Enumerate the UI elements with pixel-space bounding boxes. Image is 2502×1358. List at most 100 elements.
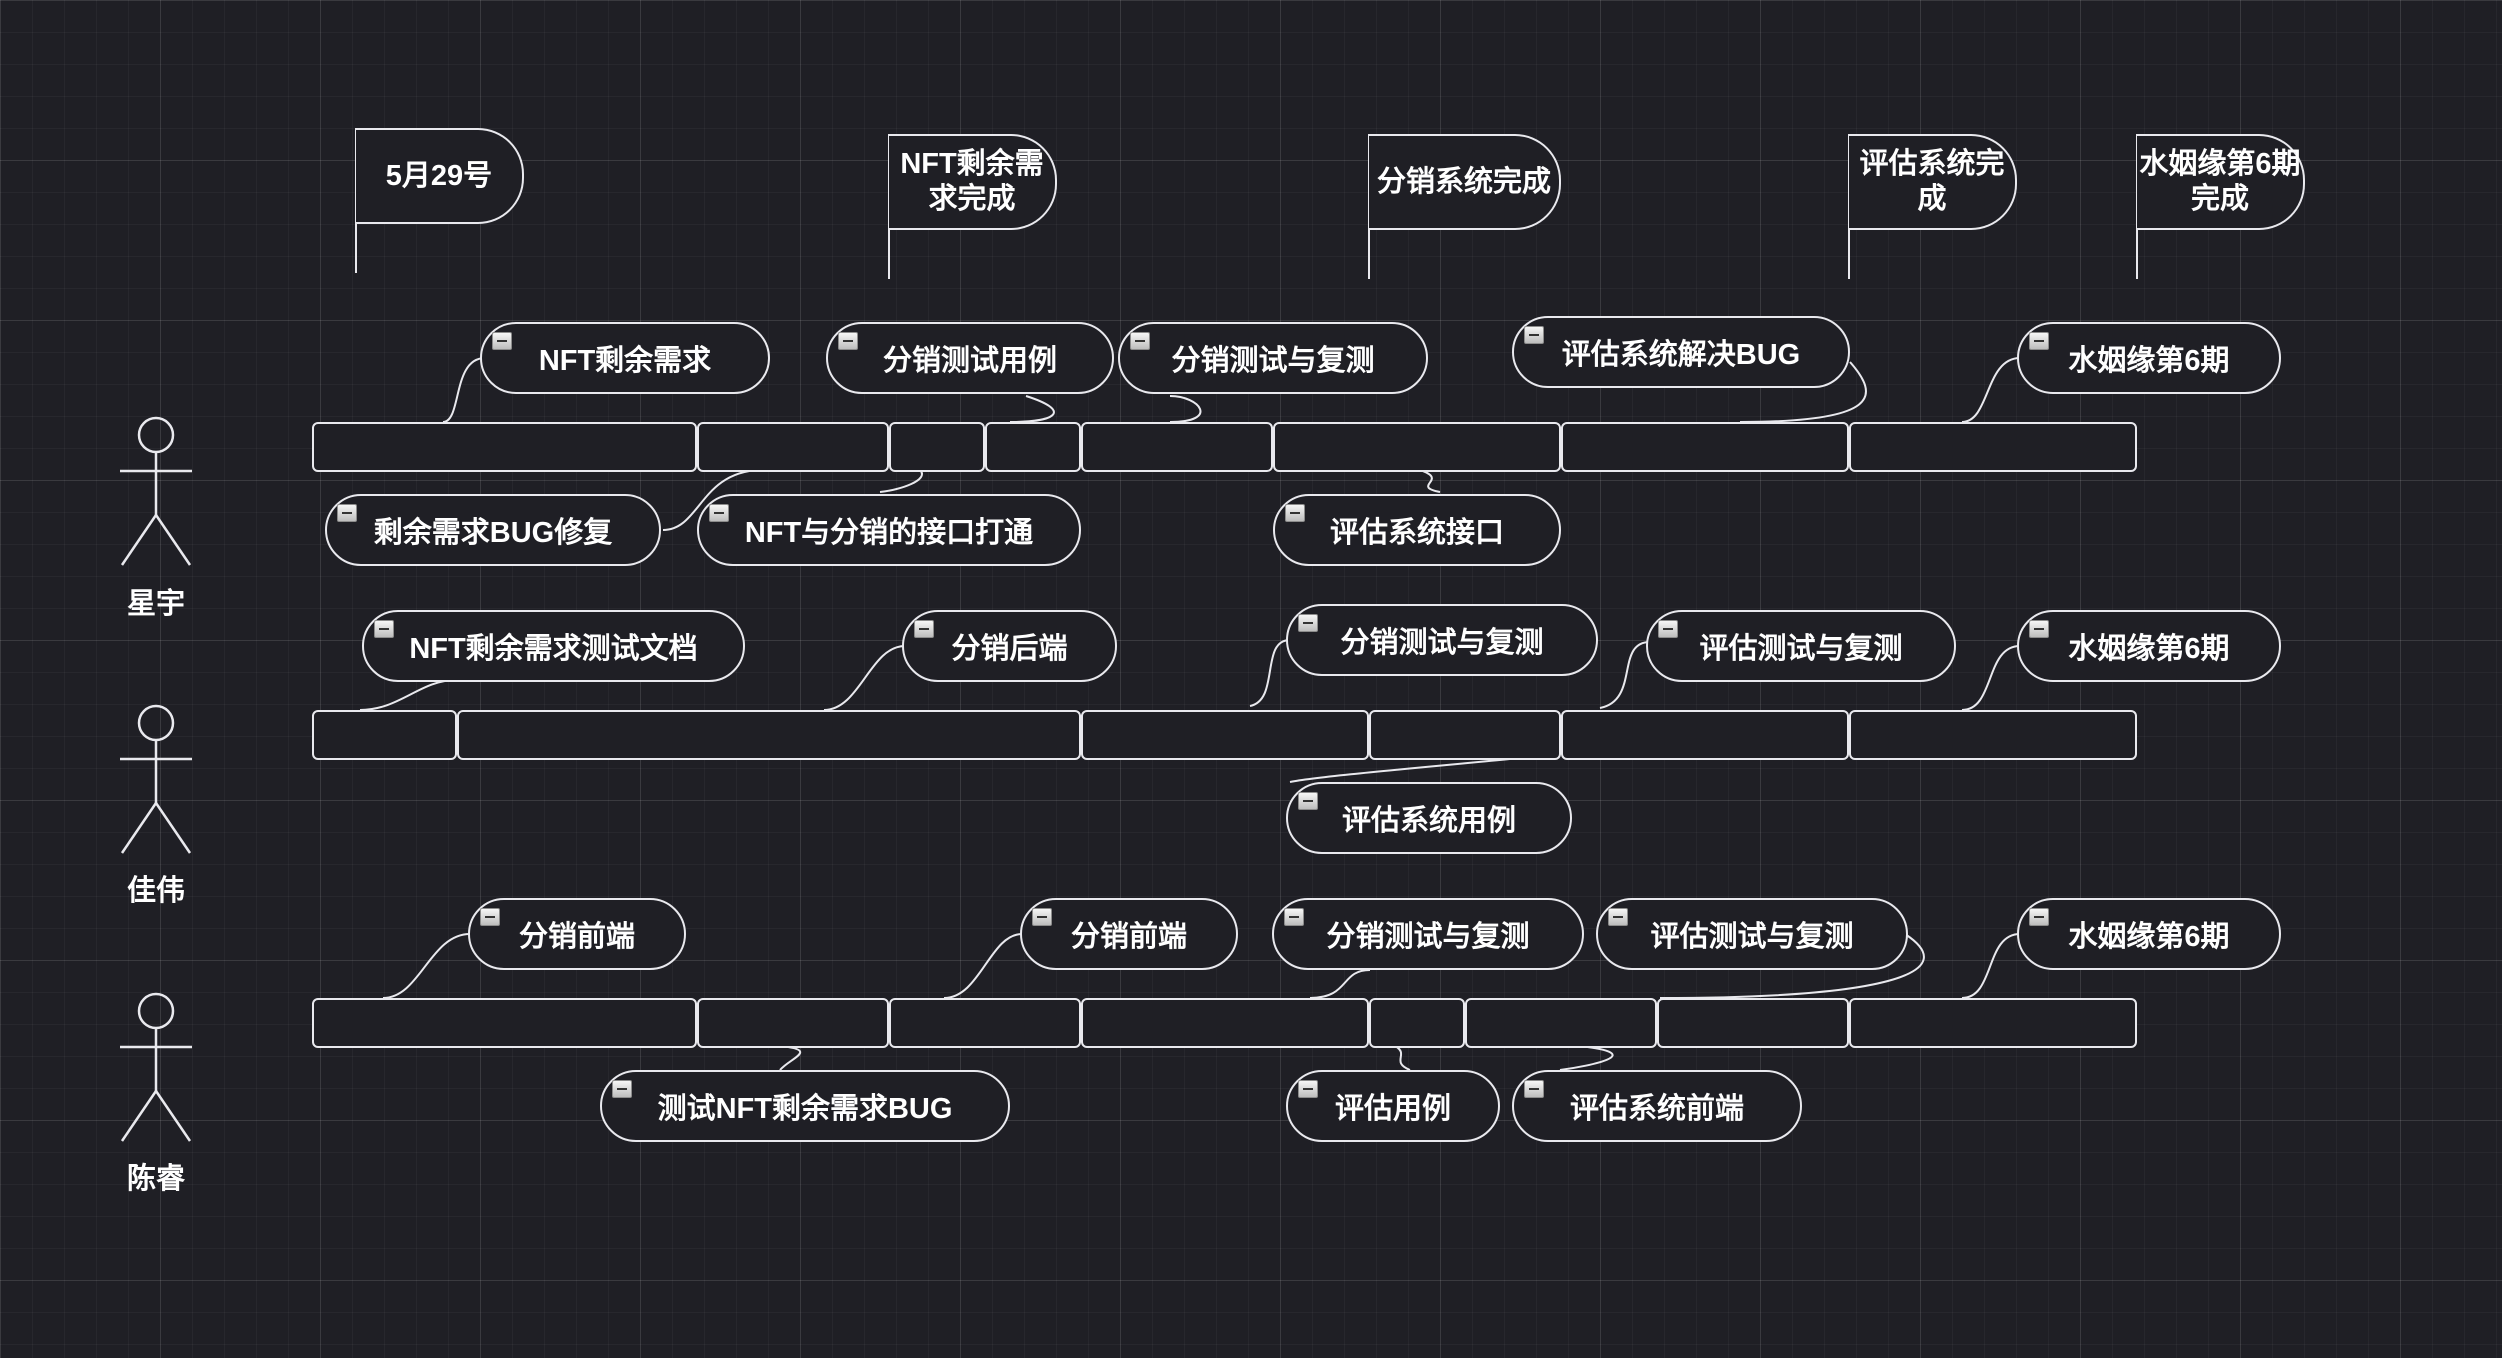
timeline-segment[interactable]	[1849, 710, 2137, 760]
collapse-icon[interactable]	[838, 332, 858, 350]
task-node[interactable]: 评估系统接口	[1273, 494, 1561, 566]
collapse-icon[interactable]	[1298, 792, 1318, 810]
connector	[879, 469, 923, 493]
connector	[779, 1045, 802, 1071]
timeline-segment[interactable]	[1849, 422, 2137, 472]
timeline-segment[interactable]	[312, 710, 457, 760]
connector	[1961, 645, 2021, 711]
collapse-icon[interactable]	[480, 908, 500, 926]
connector	[382, 933, 471, 999]
collapse-icon[interactable]	[1524, 326, 1544, 344]
collapse-icon[interactable]	[1298, 614, 1318, 632]
collapse-icon[interactable]	[1298, 1080, 1318, 1098]
connector	[359, 679, 457, 711]
timeline-segment[interactable]	[1081, 998, 1369, 1048]
task-node[interactable]: 分销测试与复测	[1118, 322, 1428, 394]
timeline-segment[interactable]	[1081, 422, 1273, 472]
timeline-segment[interactable]	[1561, 422, 1849, 472]
task-label: 评估系统用例	[1341, 805, 1516, 837]
timeline-segment[interactable]	[1657, 998, 1849, 1048]
timeline-segment[interactable]	[457, 710, 1081, 760]
timeline-segment[interactable]	[1273, 422, 1561, 472]
collapse-icon[interactable]	[2029, 620, 2049, 638]
connector	[1289, 757, 1521, 783]
timeline-segment[interactable]	[889, 998, 1081, 1048]
task-label: 分销测试与复测	[1340, 627, 1544, 659]
collapse-icon[interactable]	[914, 620, 934, 638]
timeline-segment[interactable]	[312, 422, 697, 472]
collapse-icon[interactable]	[374, 620, 394, 638]
collapse-icon[interactable]	[1032, 908, 1052, 926]
collapse-icon[interactable]	[1524, 1080, 1544, 1098]
timeline-segment[interactable]	[985, 422, 1081, 472]
task-label: 分销后端	[951, 633, 1068, 665]
task-node[interactable]: 分销前端	[468, 898, 686, 970]
timeline-segment[interactable]	[697, 998, 889, 1048]
timeline-segment[interactable]	[1465, 998, 1657, 1048]
task-node[interactable]: 评估系统解决BUG	[1512, 316, 1850, 388]
collapse-icon[interactable]	[612, 1080, 632, 1098]
task-node[interactable]: 分销测试用例	[826, 322, 1114, 394]
timeline-segment[interactable]	[312, 998, 697, 1048]
task-label: 水姻缘第6期	[2068, 345, 2230, 377]
milestone-flag[interactable]: 评估系统完成	[1849, 134, 2017, 230]
collapse-icon[interactable]	[709, 504, 729, 522]
collapse-icon[interactable]	[492, 332, 512, 350]
task-node[interactable]: NFT剩余需求测试文档	[362, 610, 745, 682]
task-node[interactable]: 分销测试与复测	[1286, 604, 1598, 676]
task-node[interactable]: 评估系统前端	[1512, 1070, 1802, 1142]
milestone-flag[interactable]: NFT剩余需求完成	[889, 134, 1057, 230]
task-node[interactable]: 水姻缘第6期	[2017, 898, 2281, 970]
collapse-icon[interactable]	[2029, 332, 2049, 350]
collapse-icon[interactable]	[1608, 908, 1628, 926]
task-label: 评估系统前端	[1569, 1093, 1744, 1125]
task-node[interactable]: 评估系统用例	[1286, 782, 1572, 854]
connector	[1961, 933, 2021, 999]
person-name: 星宇	[126, 588, 185, 620]
task-label: 水姻缘第6期	[2068, 921, 2230, 953]
timeline-segment[interactable]	[1369, 998, 1465, 1048]
timeline-segment[interactable]	[1081, 710, 1369, 760]
task-label: 评估用例	[1334, 1093, 1451, 1125]
connector	[1559, 1045, 1614, 1071]
task-label: 分销前端	[1070, 921, 1187, 953]
task-node[interactable]: 分销测试与复测	[1272, 898, 1584, 970]
timeline-segment[interactable]	[1561, 710, 1849, 760]
timeline-segment[interactable]	[889, 422, 985, 472]
collapse-icon[interactable]	[1285, 504, 1305, 522]
task-label: NFT剩余需求测试文档	[409, 633, 698, 665]
timeline-segment[interactable]	[1369, 710, 1561, 760]
milestone-flag[interactable]: 5月29号	[356, 128, 524, 224]
task-node[interactable]: 水姻缘第6期	[2017, 610, 2281, 682]
connector	[1394, 1045, 1411, 1071]
task-node[interactable]: 剩余需求BUG修复	[325, 494, 661, 566]
collapse-icon[interactable]	[1130, 332, 1150, 350]
milestone-flag[interactable]: 水姻缘第6期完成	[2137, 134, 2305, 230]
milestone-label: 分销系统完成	[1376, 165, 1551, 198]
task-node[interactable]: 分销后端	[902, 610, 1117, 682]
milestone-flag[interactable]: 分销系统完成	[1369, 134, 1561, 230]
task-label: 分销测试与复测	[1326, 921, 1530, 953]
collapse-icon[interactable]	[1658, 620, 1678, 638]
task-node[interactable]: 水姻缘第6期	[2017, 322, 2281, 394]
connector	[1419, 469, 1441, 493]
collapse-icon[interactable]	[1284, 908, 1304, 926]
task-node[interactable]: 评估测试与复测	[1596, 898, 1908, 970]
task-node[interactable]: NFT与分销的接口打通	[697, 494, 1081, 566]
milestone-label: 水姻缘第6期完成	[2139, 148, 2301, 215]
stick-figure-icon	[120, 416, 192, 566]
collapse-icon[interactable]	[337, 504, 357, 522]
task-node[interactable]: 评估用例	[1286, 1070, 1500, 1142]
timeline-segment[interactable]	[697, 422, 889, 472]
task-node[interactable]: 测试NFT剩余需求BUG	[600, 1070, 1010, 1142]
collapse-icon[interactable]	[2029, 908, 2049, 926]
task-label: 评估测试与复测	[1650, 921, 1854, 953]
task-node[interactable]: 分销前端	[1020, 898, 1238, 970]
timeline-segment[interactable]	[1849, 998, 2137, 1048]
connector	[1961, 357, 2021, 423]
milestone-label: 评估系统完成	[1859, 148, 2005, 215]
task-node[interactable]: NFT剩余需求	[480, 322, 770, 394]
person-name: 佳伟	[126, 875, 185, 907]
stick-figure-icon	[120, 992, 192, 1142]
task-node[interactable]: 评估测试与复测	[1646, 610, 1956, 682]
